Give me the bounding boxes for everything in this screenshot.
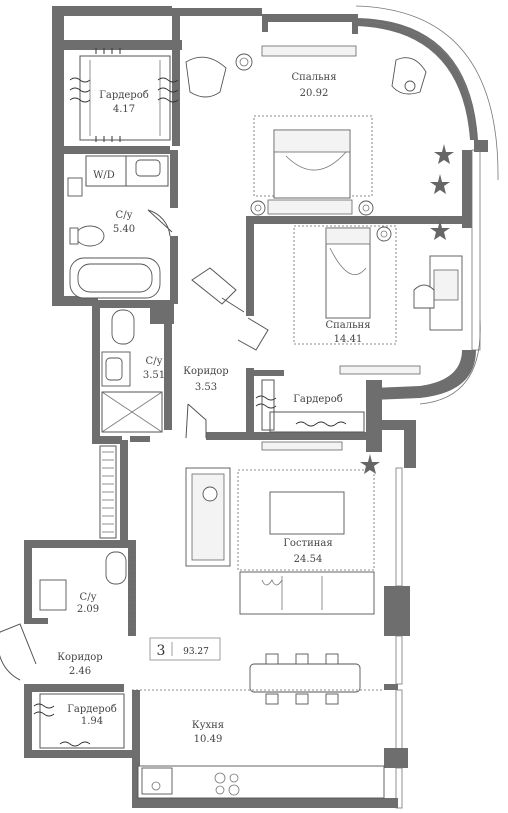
doors <box>0 209 269 681</box>
radiator-column <box>99 445 117 539</box>
main-bedroom-furniture <box>185 53 454 216</box>
dining-furniture <box>132 653 384 705</box>
room-area-bedroom-main: 20.92 <box>300 88 329 99</box>
room-area-corridor-1: 3.53 <box>195 382 217 393</box>
room-name-wardrobe-2: Гардероб <box>293 394 343 405</box>
room-area-bathroom-1: 5.40 <box>113 224 135 235</box>
room-area-bedroom-2: 14.41 <box>334 334 363 345</box>
apartment-total-area: 93.27 <box>183 647 209 657</box>
room-area-kitchen: 10.49 <box>194 734 223 745</box>
room-name-wardrobe-3: Гардероб <box>67 704 117 715</box>
room-labels: Спальня 20.92 Гардероб 4.17 W/D С/у 5.40… <box>57 72 370 745</box>
bathroom-1-furniture <box>67 155 169 299</box>
room-area-bathroom-3: 2.09 <box>77 604 99 615</box>
bedroom-2-furniture <box>293 220 463 345</box>
room-name-bathroom-2: С/у <box>146 356 163 367</box>
room-name-wd: W/D <box>93 170 115 181</box>
room-area-bathroom-2: 3.51 <box>143 370 165 381</box>
room-name-bedroom-2: Спальня <box>325 320 370 331</box>
room-area-living: 24.54 <box>294 554 323 565</box>
room-area-wardrobe-3: 1.94 <box>81 716 103 727</box>
room-name-corridor-1: Коридор <box>183 366 228 377</box>
living-furniture <box>185 454 380 615</box>
apartment-number: 3 <box>157 643 166 659</box>
wardrobe-1-furniture <box>69 48 179 142</box>
wardrobe-3-furniture <box>33 693 125 749</box>
apartment-badge: 3 93.27 <box>149 637 221 661</box>
room-name-bathroom-3: С/у <box>80 592 97 603</box>
wardrobe-2-furniture <box>255 379 365 433</box>
room-name-kitchen: Кухня <box>192 720 224 731</box>
room-area-corridor-2: 2.46 <box>69 666 91 677</box>
room-area-wardrobe-1: 4.17 <box>113 104 135 115</box>
bathroom-3-furniture <box>39 548 133 634</box>
room-name-corridor-2: Коридор <box>57 652 102 663</box>
kitchen-furniture <box>137 765 385 799</box>
outer-walls <box>24 5 499 809</box>
windows <box>261 45 421 451</box>
bathroom-2-furniture <box>101 309 163 433</box>
room-name-bedroom-main: Спальня <box>291 72 336 83</box>
room-name-wardrobe-1: Гардероб <box>99 90 149 101</box>
room-name-living: Гостиная <box>283 538 332 549</box>
room-name-bathroom-1: С/у <box>116 210 133 221</box>
